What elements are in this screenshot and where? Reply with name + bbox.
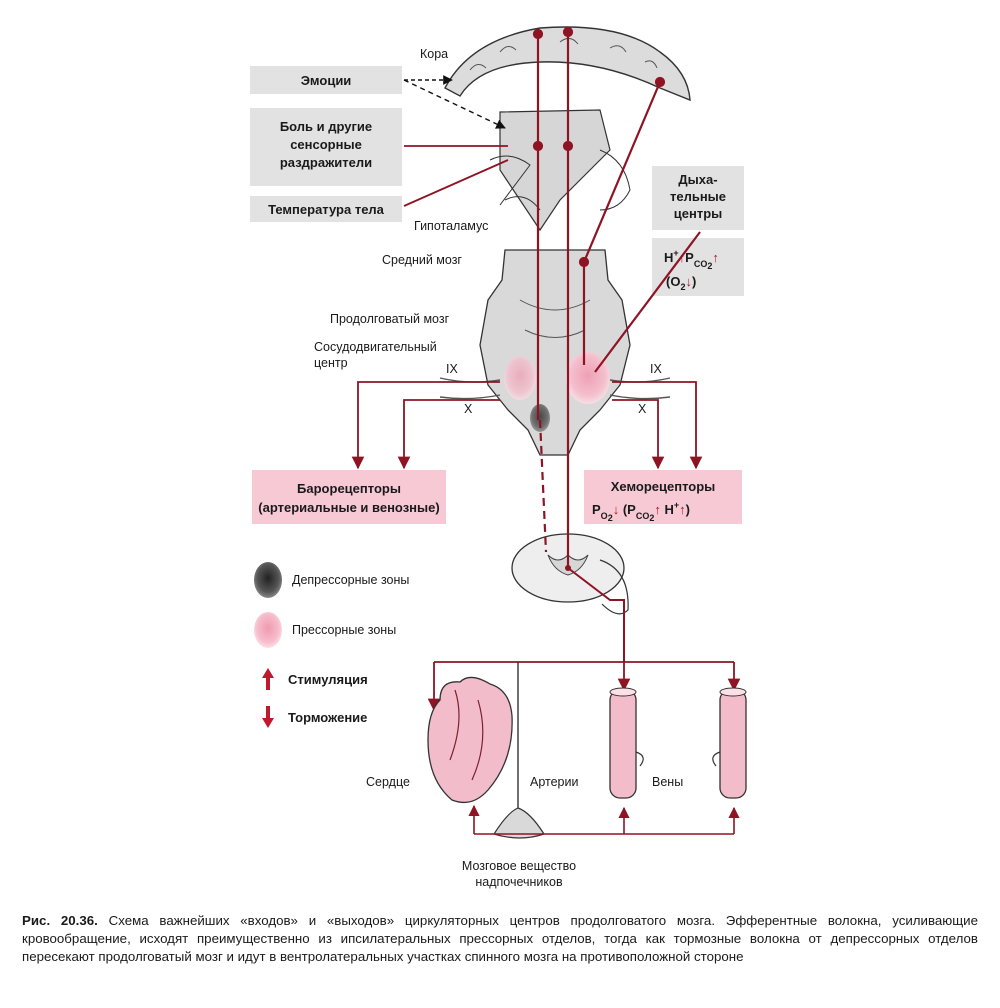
caption-text: Схема важнейших «входов» и «выходов» цир… <box>22 913 979 964</box>
body-temp-arrow <box>403 159 509 207</box>
respiratory-centers-box <box>652 166 744 230</box>
spinal-cord-section <box>511 533 629 615</box>
label-medulla: Продолговатый мозг <box>330 312 450 326</box>
label-pain-1: Боль и другие <box>280 119 372 134</box>
caption-figure-label: Рис. 20.36. <box>22 913 98 928</box>
adrenal-medulla <box>493 807 545 839</box>
inhibition-arrow-icon <box>262 706 274 728</box>
legend-depressor: Депрессорные зоны <box>292 573 409 587</box>
depressor-zone <box>530 404 550 432</box>
label-nerve-x-left: X <box>464 402 473 416</box>
legend-stimulation: Стимуляция <box>288 672 368 687</box>
chemoreceptors-box <box>584 470 742 524</box>
emotions-arrow <box>403 79 506 129</box>
descending-dashed-fibre <box>538 419 548 553</box>
emotions-box <box>250 66 402 94</box>
figure-caption: Рис. 20.36. Схема важнейших «входов» и «… <box>22 912 978 966</box>
label-chemo: Хеморецепторы <box>611 479 716 494</box>
cortex-efferent-fibres <box>532 26 701 420</box>
label-resp-1: Дыха- <box>678 172 717 187</box>
vein-right <box>712 687 747 799</box>
label-emotions: Эмоции <box>301 73 352 88</box>
body-temp-box <box>250 196 402 222</box>
label-hypothalamus: Гипоталамус <box>414 219 488 233</box>
stimulation-arrow-icon <box>262 668 274 690</box>
label-vasomotor-1: Сосудодвигательный <box>314 340 437 354</box>
depressor-legend-icon <box>254 562 282 598</box>
label-arteries: Артерии <box>530 775 578 789</box>
label-adrenal-2: надпочечников <box>475 875 563 889</box>
cortex-shape <box>444 26 691 102</box>
spinal-efferent <box>567 567 625 662</box>
label-veins: Вены <box>652 775 683 789</box>
label-heart: Сердце <box>366 775 410 789</box>
vein-left <box>609 687 644 799</box>
label-baro-1: Барорецепторы <box>297 481 401 496</box>
baroreceptors-box <box>252 470 446 524</box>
label-baro-2: (артериальные и венозные) <box>258 500 439 515</box>
heart-organ <box>427 676 513 804</box>
afferent-lines <box>351 381 703 470</box>
legend-inhibition: Торможение <box>288 710 367 725</box>
label-resp-2: тельные <box>670 189 726 204</box>
legend-pressor: Прессорные зоны <box>292 623 396 637</box>
label-nerve-ix-right: IX <box>650 362 662 376</box>
hypothalamus-region <box>489 109 631 232</box>
pressor-zone-left <box>504 356 536 400</box>
blood-gas-box <box>652 238 744 296</box>
label-pain-2: сенсорные <box>290 137 362 152</box>
label-nerve-x-right: X <box>638 402 647 416</box>
pressor-legend-icon <box>254 612 282 648</box>
pain-box <box>250 108 402 186</box>
efferent-distribution <box>427 661 741 712</box>
label-body-temp: Температура тела <box>268 202 385 217</box>
blood-gas-line-2: (O2↓) <box>666 274 696 292</box>
label-cortex: Кора <box>420 47 448 61</box>
label-resp-3: центры <box>674 206 722 221</box>
label-adrenal-1: Мозговое вещество <box>462 859 576 873</box>
adrenal-return-lines <box>468 804 740 835</box>
label-pain-3: раздражители <box>280 155 372 170</box>
label-midbrain: Средний мозг <box>382 253 462 267</box>
brainstem-shape <box>439 249 671 456</box>
circulatory-centers-diagram: Кора Средний мозг Продолговатый мозг Сос… <box>250 26 747 889</box>
label-vasomotor-2: центр <box>314 356 348 370</box>
label-nerve-ix-left: IX <box>446 362 458 376</box>
